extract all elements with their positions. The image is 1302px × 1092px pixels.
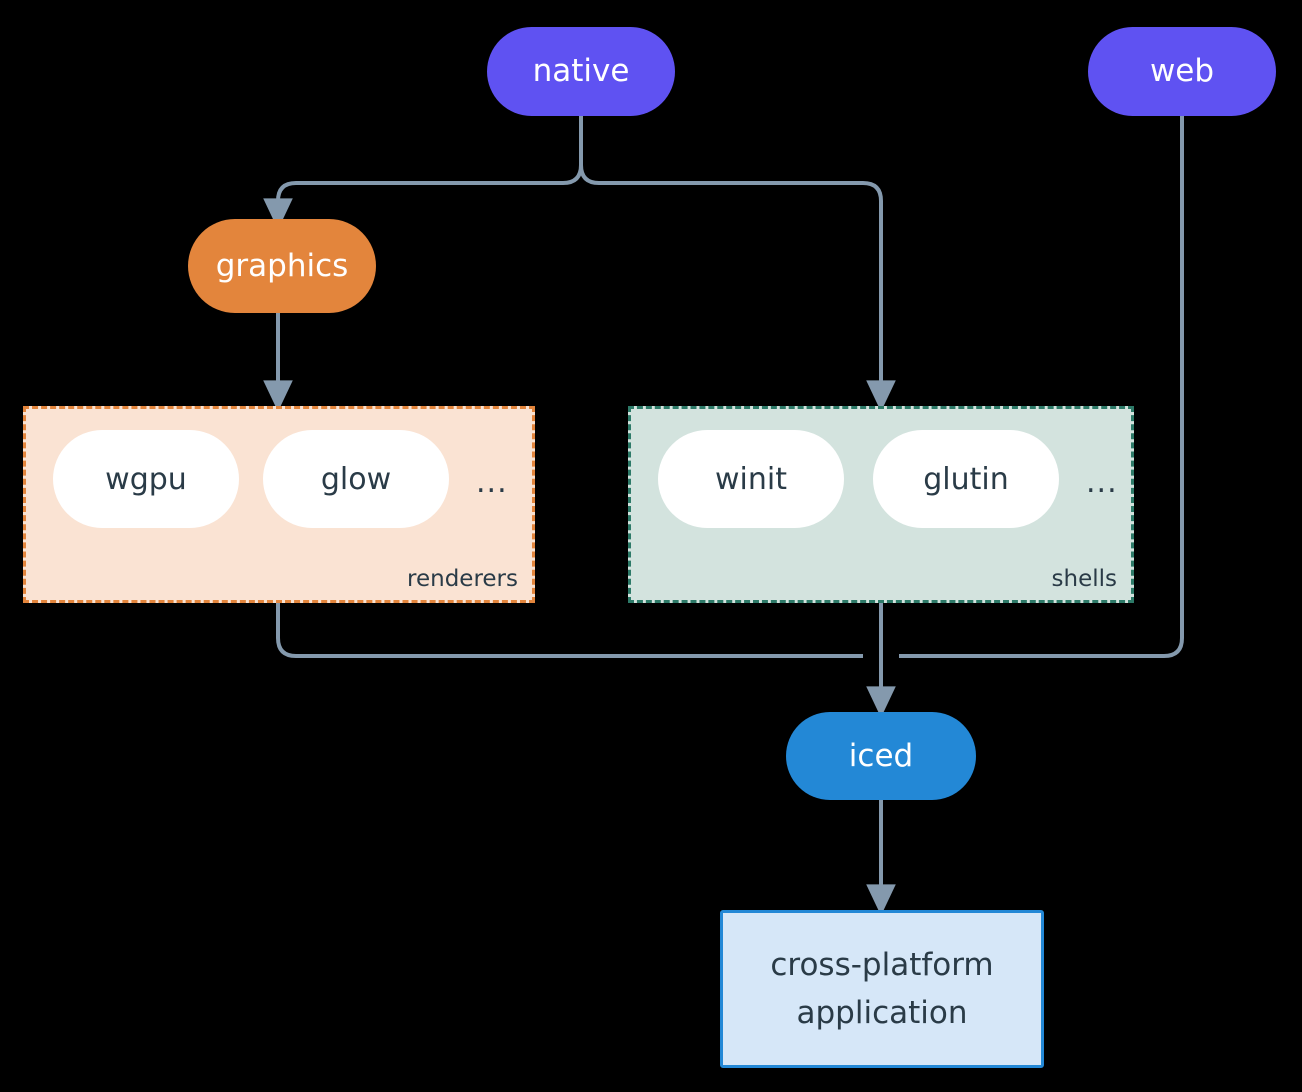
group-renderers: wgpu glow ... renderers [23, 406, 535, 603]
edge-native-fork-right [579, 164, 896, 412]
node-application-label-line1: cross-platform [770, 946, 994, 983]
leaf-winit[interactable]: winit [658, 430, 844, 528]
node-graphics[interactable]: graphics [188, 219, 376, 313]
edge-renderers-to-iced [276, 603, 863, 658]
node-application[interactable]: cross-platform application [720, 910, 1044, 1068]
leaf-wgpu[interactable]: wgpu [53, 430, 239, 528]
node-native[interactable]: native [487, 27, 675, 116]
node-iced[interactable]: iced [786, 712, 976, 800]
node-iced-label: iced [848, 737, 914, 774]
group-renderers-label: renderers [407, 566, 518, 592]
node-native-label: native [532, 53, 630, 90]
leaf-winit-label: winit [715, 461, 787, 497]
edge-web-to-iced [899, 116, 1184, 658]
shells-overflow-ellipsis: ... [1086, 465, 1118, 500]
leaf-glow-label: glow [320, 461, 392, 497]
node-web-label: web [1149, 53, 1215, 90]
group-shells: winit glutin ... shells [628, 406, 1134, 603]
edge-native-stem [562, 116, 583, 185]
node-application-label-line2: application [796, 995, 968, 1031]
leaf-glutin-label: glutin [923, 461, 1009, 497]
renderers-overflow-ellipsis: ... [476, 465, 508, 500]
node-graphics-label: graphics [215, 247, 349, 284]
leaf-wgpu-label: wgpu [105, 461, 187, 497]
edge-native-to-graphics [263, 181, 563, 230]
group-shells-label: shells [1051, 566, 1117, 592]
leaf-glutin[interactable]: glutin [873, 430, 1059, 528]
node-web[interactable]: web [1088, 27, 1276, 116]
leaf-glow[interactable]: glow [263, 430, 449, 528]
